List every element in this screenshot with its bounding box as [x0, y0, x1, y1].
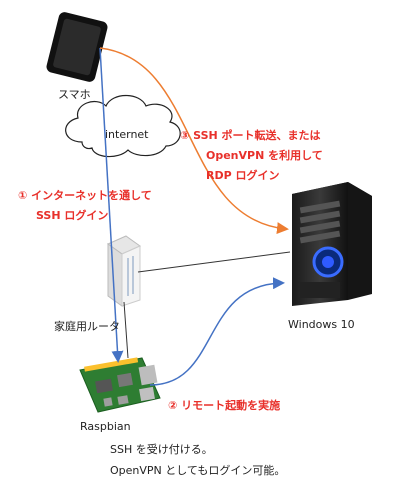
step1-line2: SSH ログイン — [36, 209, 109, 222]
cloud-icon — [65, 94, 181, 158]
arrow-step3 — [99, 47, 289, 235]
link-router-pc — [137, 251, 291, 273]
pc-label: Windows 10 — [288, 318, 355, 331]
arrow-step1 — [99, 47, 124, 363]
step3-caption: ③ SSH ポート転送、または OpenVPN を利用して RDP ログイン — [180, 126, 323, 186]
smartphone-label: スマホ — [58, 88, 91, 101]
step1-line1: ① インターネットを通して — [18, 189, 152, 202]
raspberry-label: Raspbian — [80, 420, 131, 433]
internet-label: internet — [105, 128, 149, 141]
desktop-pc-icon — [292, 182, 372, 306]
step3-line3: RDP ログイン — [206, 169, 280, 182]
step1-caption: ① インターネットを通して SSH ログイン — [18, 186, 152, 226]
raspberry-note-2: OpenVPN としてもログイン可能。 — [110, 464, 286, 477]
smartphone-icon — [46, 12, 108, 82]
raspberry-note-1: SSH を受け付ける。 — [110, 443, 213, 456]
step3-line2: OpenVPN を利用して — [206, 149, 323, 162]
raspberry-pi-icon — [79, 357, 161, 413]
step2-caption: ② リモート起動を実施 — [168, 399, 281, 412]
step3-line1: ③ SSH ポート転送、または — [180, 129, 321, 142]
link-router-raspberry — [123, 301, 129, 359]
arrow-step2 — [149, 277, 285, 386]
router-label: 家庭用ルータ — [54, 320, 120, 333]
